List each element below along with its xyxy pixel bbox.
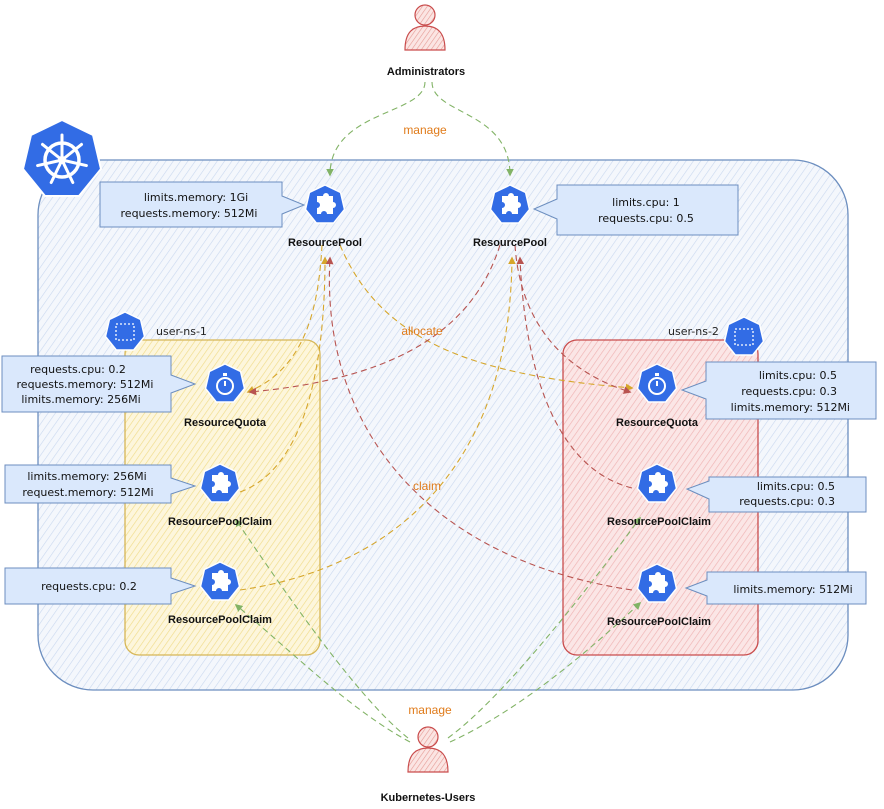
- edge-manage-admin-pool1: [326, 81, 426, 177]
- callout-quota2-line1: limits.cpu: 0.5: [759, 369, 837, 382]
- callout-claim2b: limits.memory: 512Mi: [684, 571, 867, 605]
- edge-label-manage-bottom: manage: [408, 703, 452, 717]
- callout-quota2: limits.cpu: 0.5 requests.cpu: 0.3 limits…: [680, 361, 877, 420]
- resourcepoolclaim-ns2-b-label: ResourcePoolClaim: [607, 616, 711, 628]
- edge-label-claim: claim: [413, 479, 441, 493]
- resourcepool-2-node[interactable]: ResourcePool: [473, 184, 547, 249]
- callout-claim2a-line1: limits.cpu: 0.5: [757, 480, 835, 493]
- kubernetes-users-actor[interactable]: Kubernetes-Users: [381, 726, 476, 804]
- resourcepoolclaim-ns2-a-label: ResourcePoolClaim: [607, 516, 711, 528]
- resourcequota-ns1-label: ResourceQuota: [184, 417, 267, 429]
- callout-pool2-line1: limits.cpu: 1: [612, 196, 680, 209]
- resourcepoolclaim-ns1-b-node[interactable]: ResourcePoolClaim: [168, 561, 272, 626]
- namespace-ns2-label: user-ns-2: [668, 325, 719, 338]
- callout-claim1b-line1: requests.cpu: 0.2: [41, 580, 137, 593]
- callout-claim2a: limits.cpu: 0.5 requests.cpu: 0.3: [685, 476, 867, 513]
- callout-pool2-line2: requests.cpu: 0.5: [598, 212, 694, 225]
- edge-claim2a-pool2: [516, 256, 633, 489]
- edge-manage-users-claim1a: [235, 518, 409, 739]
- callout-claim1a-line2: request.memory: 512Mi: [22, 486, 153, 499]
- resourcepool-1-label: ResourcePool: [288, 237, 362, 249]
- callout-pool2: limits.cpu: 1 requests.cpu: 0.5: [532, 184, 739, 236]
- callout-claim1a: limits.memory: 256Mi request.memory: 512…: [4, 464, 197, 504]
- stopwatch-icon: [204, 363, 246, 403]
- callout-quota2-line2: requests.cpu: 0.3: [741, 385, 837, 398]
- callout-claim2a-line2: requests.cpu: 0.3: [739, 495, 835, 508]
- namespace-icon: [104, 311, 146, 351]
- resourcequota-ns1-node[interactable]: ResourceQuota: [184, 363, 267, 429]
- callout-quota1-line3: limits.memory: 256Mi: [21, 393, 140, 406]
- kubernetes-logo-icon: [21, 118, 103, 197]
- callout-claim1b: requests.cpu: 0.2: [4, 567, 197, 605]
- callout-quota1-line1: requests.cpu: 0.2: [30, 363, 126, 376]
- resourcepoolclaim-ns2-b-node[interactable]: ResourcePoolClaim: [607, 563, 711, 628]
- callout-quota2-line3: limits.memory: 512Mi: [731, 401, 850, 414]
- edge-manage-users-claim2b: [449, 601, 642, 743]
- puzzle-icon: [199, 463, 241, 503]
- puzzle-icon: [636, 563, 678, 603]
- edge-allocate-pool1-quota1: [246, 244, 323, 394]
- resourcepoolclaim-ns1-a-label: ResourcePoolClaim: [168, 516, 272, 528]
- callout-pool1: limits.memory: 1Gi requests.memory: 512M…: [99, 181, 306, 228]
- user-icon: [404, 4, 446, 51]
- puzzle-icon: [199, 561, 241, 601]
- namespace-icon: [723, 316, 765, 356]
- resourcepoolclaim-ns1-b-label: ResourcePoolClaim: [168, 614, 272, 626]
- kubernetes-users-label: Kubernetes-Users: [381, 792, 476, 804]
- puzzle-icon: [304, 184, 346, 224]
- resourcepoolclaim-ns2-a-node[interactable]: ResourcePoolClaim: [607, 463, 711, 528]
- administrators-actor[interactable]: Administrators: [387, 4, 465, 78]
- edge-label-allocate: allocate: [401, 324, 443, 338]
- callout-quota1: requests.cpu: 0.2 requests.memory: 512Mi…: [1, 355, 197, 413]
- edge-claim2b-pool1: [325, 256, 633, 591]
- resourcequota-ns2-label: ResourceQuota: [616, 417, 699, 429]
- callout-pool1-line2: requests.memory: 512Mi: [121, 207, 258, 220]
- edge-claim1b-pool2: [239, 256, 516, 591]
- edge-allocate-pool1-quota2: [339, 244, 634, 392]
- stopwatch-icon: [636, 363, 678, 403]
- edge-manage-admin-pool2: [431, 81, 514, 177]
- user-icon: [407, 726, 449, 773]
- edge-manage-users-claim1b: [234, 604, 411, 743]
- edge-label-manage-top: manage: [403, 123, 447, 137]
- resourcepool-1-node[interactable]: ResourcePool: [288, 184, 362, 249]
- edge-manage-users-claim2a: [447, 516, 641, 739]
- callout-claim2b-line1: limits.memory: 512Mi: [733, 583, 852, 596]
- namespace-ns1-label: user-ns-1: [156, 325, 207, 338]
- resourcepool-2-label: ResourcePool: [473, 237, 547, 249]
- edge-allocate-pool2-quota2: [514, 244, 632, 394]
- callout-claim1a-line1: limits.memory: 256Mi: [27, 470, 146, 483]
- edge-claim1a-pool1: [239, 256, 329, 493]
- callout-quota1-line2: requests.memory: 512Mi: [17, 378, 154, 391]
- resourcequota-ns2-node[interactable]: ResourceQuota: [616, 363, 699, 429]
- administrators-label: Administrators: [387, 66, 465, 78]
- resourcepoolclaim-ns1-a-node[interactable]: ResourcePoolClaim: [168, 463, 272, 528]
- callout-pool1-line1: limits.memory: 1Gi: [144, 191, 248, 204]
- puzzle-icon: [489, 184, 531, 224]
- puzzle-icon: [636, 463, 678, 503]
